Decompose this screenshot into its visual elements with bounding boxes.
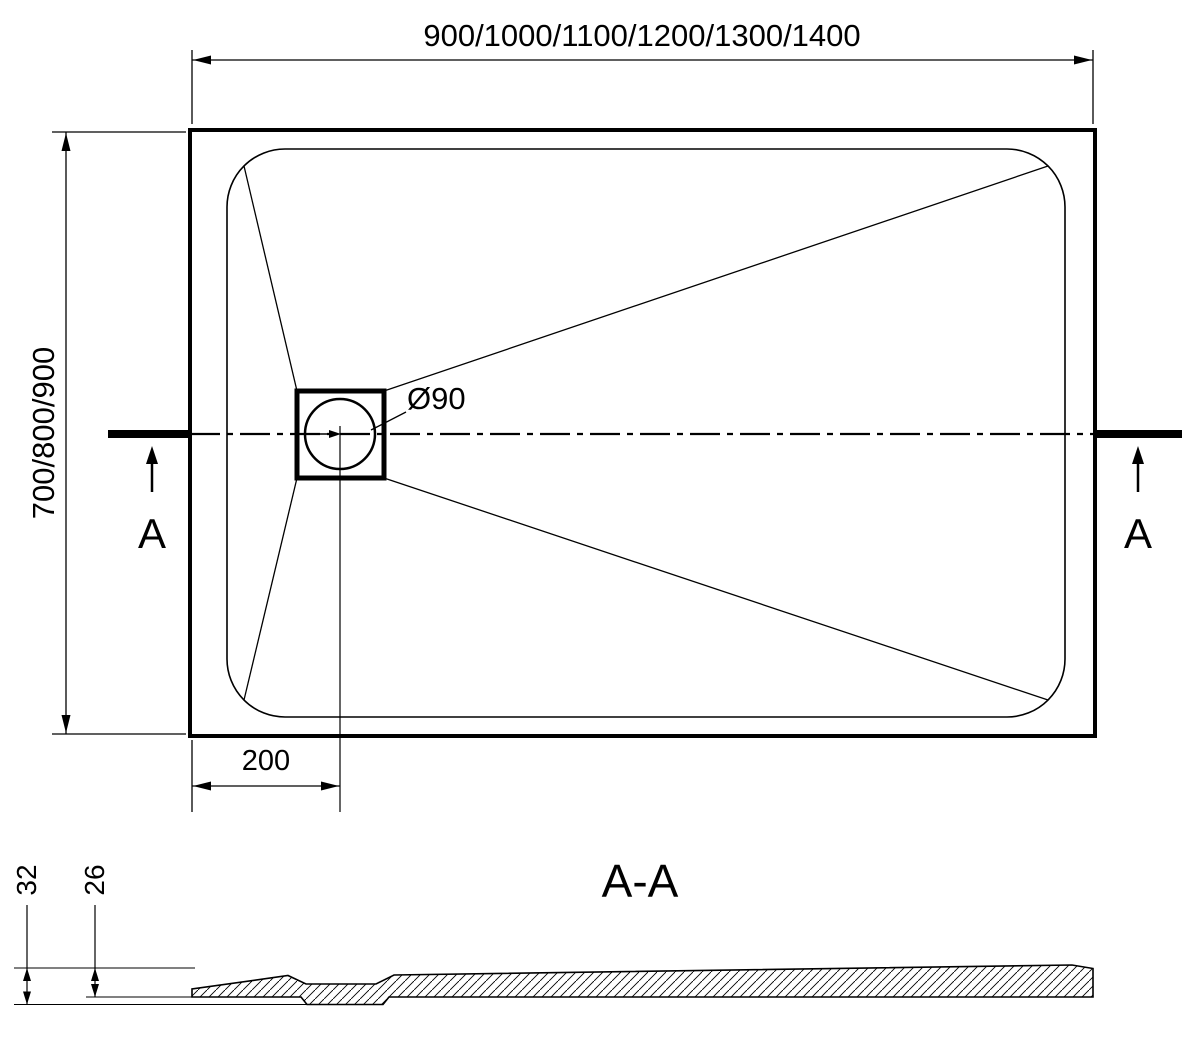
slope-line-top-right bbox=[383, 165, 1049, 392]
offset-arrowhead-right bbox=[321, 781, 339, 791]
drain-offset-label: 200 bbox=[242, 745, 290, 777]
top-view: A A Ø90 900/1000/1 bbox=[26, 18, 1182, 812]
depth-arrowhead-top bbox=[61, 133, 71, 151]
slope-lines bbox=[243, 165, 1049, 701]
width-dimension: 900/1000/1100/1200/1300/1400 bbox=[191, 18, 1094, 124]
section-arrowhead-right bbox=[1132, 446, 1144, 464]
section-title: A-A bbox=[602, 855, 679, 907]
depth-dimension: 700/800/900 bbox=[26, 131, 186, 735]
depth-arrowhead-bottom bbox=[61, 715, 71, 733]
section-view: A-A 32 26 bbox=[11, 855, 1094, 1006]
depth-dimension-label: 700/800/900 bbox=[26, 347, 61, 519]
edge-height-dimension: 26 bbox=[79, 864, 110, 997]
slope-line-bottom-left bbox=[243, 477, 298, 701]
edge-height-arrowhead-top bbox=[91, 968, 99, 981]
slope-line-bottom-right bbox=[383, 477, 1049, 701]
section-profile bbox=[191, 964, 1094, 1006]
edge-height-label: 26 bbox=[79, 864, 110, 895]
overall-height-dimension: 32 bbox=[11, 864, 42, 1005]
drain-offset-dimension: 200 bbox=[191, 426, 341, 812]
section-arrow-right bbox=[1132, 446, 1144, 492]
overall-height-arrowhead-bottom bbox=[23, 991, 31, 1005]
section-arrow-left bbox=[146, 446, 158, 492]
slope-line-top-left bbox=[243, 165, 298, 392]
drain-diameter-label: Ø90 bbox=[407, 381, 466, 416]
drain-diameter-leader-line bbox=[370, 411, 407, 431]
section-marker-left-label: A bbox=[138, 510, 166, 557]
edge-height-arrowhead-bottom bbox=[91, 984, 99, 997]
width-dimension-label: 900/1000/1100/1200/1300/1400 bbox=[423, 18, 860, 53]
drain-center-arrowhead bbox=[329, 430, 341, 438]
overall-height-label: 32 bbox=[11, 864, 42, 895]
offset-arrowhead-left bbox=[193, 781, 211, 791]
section-marker-right-label: A bbox=[1124, 510, 1152, 557]
width-arrowhead-right bbox=[1074, 55, 1092, 65]
section-arrowhead-left bbox=[146, 446, 158, 464]
drain: Ø90 bbox=[294, 381, 466, 481]
overall-height-arrowhead-top bbox=[23, 968, 31, 981]
width-arrowhead-left bbox=[193, 55, 211, 65]
